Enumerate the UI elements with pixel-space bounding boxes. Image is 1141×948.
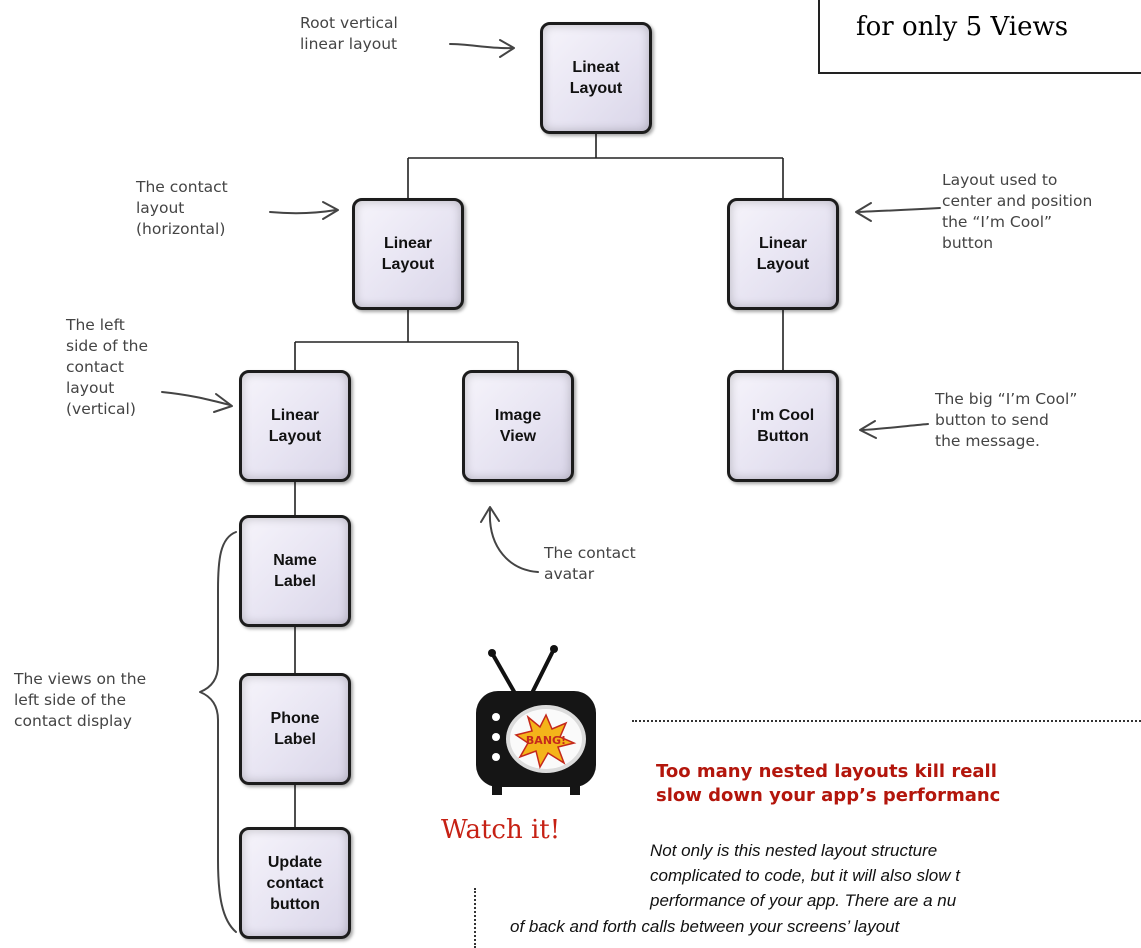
warning-dotted-rule-vertical bbox=[474, 888, 476, 948]
node-label: Phone Label bbox=[270, 710, 320, 748]
arrow-left-side bbox=[161, 391, 231, 406]
title-box bbox=[818, 0, 1141, 74]
node-im-cool-button: I'm Cool Button bbox=[727, 370, 839, 482]
node-label: Linear Layout bbox=[756, 235, 810, 273]
warning-body-line: Not only is this nested layout structure bbox=[650, 841, 938, 860]
brace-views bbox=[199, 531, 237, 933]
arrow-contact-head bbox=[322, 201, 339, 220]
arrow-center-head bbox=[855, 202, 872, 222]
node-label: Linear Layout bbox=[381, 235, 435, 273]
node-label: Name Label bbox=[273, 552, 317, 590]
node-update-contact-button: Update contact button bbox=[239, 827, 351, 939]
node-contact-linear-layout: Linear Layout bbox=[352, 198, 464, 310]
arrow-left-side-head bbox=[213, 393, 233, 413]
annotation-cool-button: The big “I’m Cool” button to send the me… bbox=[935, 390, 1078, 450]
node-phone-label: Phone Label bbox=[239, 673, 351, 785]
watch-it-label: Watch it! bbox=[441, 815, 561, 845]
node-label: Lineat Layout bbox=[569, 59, 623, 97]
node-label: I'm Cool Button bbox=[751, 407, 815, 445]
annotation-left-side: The left side of the contact layout (ver… bbox=[66, 316, 148, 418]
warning-body-line: complicated to code, but it will also sl… bbox=[650, 866, 960, 885]
annotation-views: The views on the left side of the contac… bbox=[14, 670, 147, 730]
node-center-linear-layout: Linear Layout bbox=[727, 198, 839, 310]
node-label: Image View bbox=[494, 407, 542, 445]
node-root-linear-layout: Lineat Layout bbox=[540, 22, 652, 134]
title-text: for only 5 Views bbox=[856, 12, 1069, 42]
annotation-root: Root vertical linear layout bbox=[300, 14, 398, 53]
arrow-avatar-head bbox=[480, 506, 500, 523]
arrow-root-head bbox=[499, 39, 515, 58]
annotation-contact-layout: The contact layout (horizontal) bbox=[136, 178, 228, 238]
annotation-center-layout: Layout used to center and position the “… bbox=[942, 171, 1093, 252]
arrow-cool-head bbox=[859, 420, 877, 439]
node-label: Update contact button bbox=[266, 853, 324, 913]
node-name-label: Name Label bbox=[239, 515, 351, 627]
node-label: Linear Layout bbox=[268, 407, 322, 445]
arrow-cool bbox=[861, 423, 929, 431]
warning-body-line: of back and forth calls between your scr… bbox=[510, 917, 900, 936]
arrow-center bbox=[857, 207, 941, 213]
tv-warning-icon: BANG! bbox=[476, 645, 596, 795]
warning-dotted-rule bbox=[632, 720, 1141, 722]
arrow-root bbox=[449, 43, 513, 50]
annotation-avatar: The contact avatar bbox=[544, 544, 636, 583]
warning-body-line: performance of your app. There are a nu bbox=[650, 891, 957, 910]
warning-heading: Too many nested layouts kill reall slow … bbox=[656, 761, 1001, 806]
node-left-linear-layout: Linear Layout bbox=[239, 370, 351, 482]
arrow-contact bbox=[269, 209, 337, 215]
node-image-view: Image View bbox=[462, 370, 574, 482]
bang-badge: BANG! bbox=[526, 734, 566, 747]
arrow-avatar bbox=[488, 509, 539, 573]
